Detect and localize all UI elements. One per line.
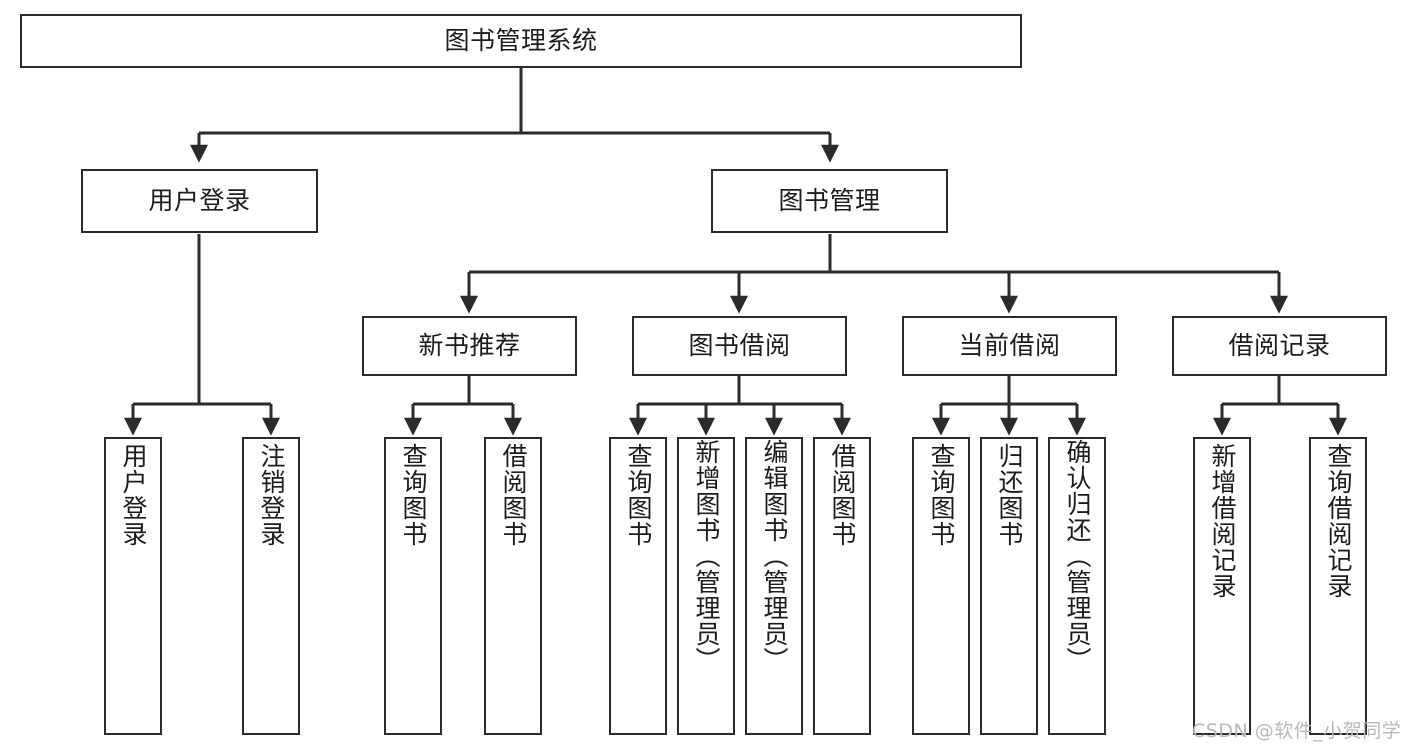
- node-root[interactable]: 图书管理系统: [20, 14, 1022, 68]
- node-leaf-logout-login[interactable]: 注销登录: [242, 437, 300, 735]
- node-current-borrow[interactable]: 当前借阅: [902, 316, 1117, 376]
- node-leaf-query-book-2[interactable]: 查询图书: [609, 437, 667, 735]
- node-new-book-recommend[interactable]: 新书推荐: [362, 316, 577, 376]
- node-leaf-query-book-3[interactable]: 查询图书: [912, 437, 970, 735]
- node-leaf-confirm-return-label: 确认归还（管理员）: [1063, 439, 1092, 673]
- node-user-login-label: 用户登录: [148, 186, 251, 216]
- node-book-management-label: 图书管理: [778, 186, 881, 216]
- node-leaf-return-book[interactable]: 归还图书: [980, 437, 1038, 735]
- csdn-watermark: CSDN @软件_小贺同学: [1192, 720, 1402, 742]
- node-leaf-borrow-book-1[interactable]: 借阅图书: [484, 437, 542, 735]
- node-leaf-return-book-label: 归还图书: [995, 443, 1024, 547]
- node-leaf-borrow-book-2-label: 借阅图书: [828, 443, 857, 547]
- node-leaf-add-record[interactable]: 新增借阅记录: [1193, 437, 1251, 735]
- node-book-borrow-label: 图书借阅: [688, 331, 791, 361]
- node-leaf-add-record-label: 新增借阅记录: [1208, 443, 1237, 599]
- node-leaf-query-book-1[interactable]: 查询图书: [384, 437, 442, 735]
- node-book-management[interactable]: 图书管理: [711, 169, 948, 233]
- node-leaf-query-book-3-label: 查询图书: [927, 443, 956, 547]
- node-root-label: 图书管理系统: [444, 26, 598, 56]
- node-leaf-confirm-return[interactable]: 确认归还（管理员）: [1048, 437, 1106, 735]
- node-leaf-borrow-book-1-label: 借阅图书: [499, 443, 528, 547]
- node-borrow-record[interactable]: 借阅记录: [1172, 316, 1387, 376]
- node-leaf-query-book-1-label: 查询图书: [399, 443, 428, 547]
- node-leaf-user-login[interactable]: 用户登录: [104, 437, 162, 735]
- node-book-borrow[interactable]: 图书借阅: [632, 316, 847, 376]
- node-leaf-add-book[interactable]: 新增图书（管理员）: [677, 437, 735, 735]
- node-leaf-query-book-2-label: 查询图书: [624, 443, 653, 547]
- node-leaf-logout-login-label: 注销登录: [257, 443, 286, 547]
- node-leaf-borrow-book-2[interactable]: 借阅图书: [813, 437, 871, 735]
- node-leaf-edit-book[interactable]: 编辑图书（管理员）: [745, 437, 803, 735]
- node-leaf-query-record[interactable]: 查询借阅记录: [1309, 437, 1367, 735]
- node-leaf-edit-book-label: 编辑图书（管理员）: [760, 439, 789, 673]
- node-current-borrow-label: 当前借阅: [958, 331, 1061, 361]
- node-borrow-record-label: 借阅记录: [1228, 331, 1331, 361]
- node-user-login[interactable]: 用户登录: [81, 169, 318, 233]
- node-leaf-user-login-label: 用户登录: [119, 443, 148, 547]
- node-leaf-query-record-label: 查询借阅记录: [1324, 443, 1353, 599]
- node-leaf-add-book-label: 新增图书（管理员）: [692, 439, 721, 673]
- node-new-book-recommend-label: 新书推荐: [418, 331, 521, 361]
